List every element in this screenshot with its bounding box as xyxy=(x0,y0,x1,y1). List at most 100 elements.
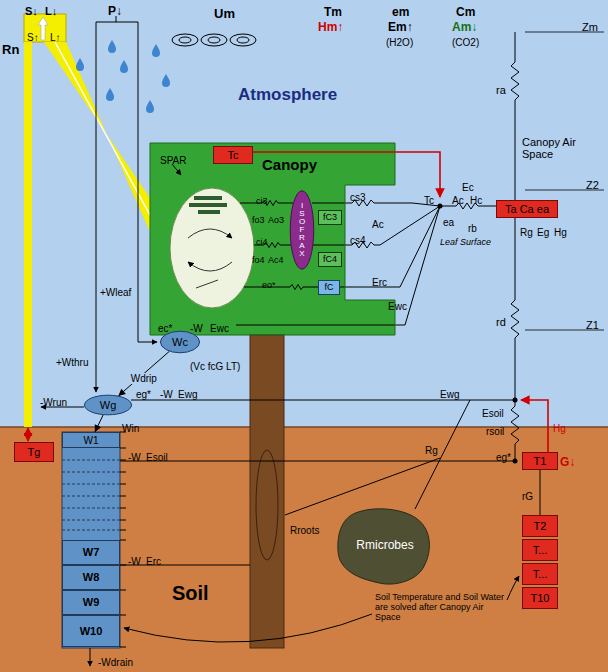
label-anchor: Ac xyxy=(452,190,464,208)
water-store: Wg xyxy=(84,395,132,415)
drawing-part xyxy=(170,188,254,308)
label-anchor: L↓ xyxy=(45,1,57,19)
water-store: Wc xyxy=(160,331,200,353)
label-anchor: fo3 xyxy=(252,209,265,227)
drawing-part xyxy=(196,280,218,288)
drawing-part xyxy=(0,0,608,427)
label-anchor: fo4 xyxy=(252,249,265,267)
text-label: Rroots xyxy=(290,525,319,536)
text-label: Tc xyxy=(424,195,434,206)
text-label: Ac xyxy=(452,195,464,206)
node-text: Tc xyxy=(228,149,239,161)
drawing-part xyxy=(120,461,515,462)
text-label: SPAR xyxy=(160,155,187,166)
text-label: +Wleaf xyxy=(100,287,131,298)
text-label: Atmosphere xyxy=(238,86,337,105)
text-label: Hg xyxy=(554,227,567,238)
label-anchor: eg* xyxy=(496,447,511,465)
label-anchor: Erc xyxy=(146,551,161,569)
label-anchor: Hm↑ xyxy=(318,17,343,35)
label-anchor: (Vc fcG LT) xyxy=(190,356,240,374)
temperature-box: Tc xyxy=(213,146,253,164)
text-label: L↑ xyxy=(50,32,61,43)
drawing-part xyxy=(162,74,170,87)
label-anchor: eo* xyxy=(262,274,276,292)
label-anchor: cs4 xyxy=(350,230,366,248)
text-label: -Wrun xyxy=(40,397,67,408)
text-label: (Vc fcG LT) xyxy=(190,361,240,372)
label-anchor: Rn xyxy=(2,40,19,58)
isotope-ellipse: ISOFRAX xyxy=(290,190,314,270)
text-label: Esoil xyxy=(482,408,504,419)
drawing-part xyxy=(236,206,440,325)
text-label: Ewg xyxy=(178,389,197,400)
temperature-box: T... xyxy=(522,539,558,561)
drawing-part xyxy=(511,32,519,200)
node-text: W10 xyxy=(80,625,103,637)
text-label: -W xyxy=(128,556,141,567)
text-label: -Wdrain xyxy=(98,657,133,668)
label-anchor: Atmosphere xyxy=(238,86,337,105)
node-text: fC xyxy=(325,283,334,293)
text-label: Soil xyxy=(172,582,209,604)
text-label: Leaf Surface xyxy=(440,238,491,248)
drawing-part xyxy=(0,427,608,672)
node-text: T2 xyxy=(534,520,547,532)
drawing-part xyxy=(38,17,48,40)
drawing-part xyxy=(189,203,227,207)
label-anchor: Win xyxy=(122,418,139,436)
text-label: (H2O) xyxy=(386,37,413,48)
label-anchor: Rroots xyxy=(290,520,319,538)
text-label: Zm xyxy=(582,21,598,33)
drawing-part xyxy=(340,206,440,287)
arrow-head xyxy=(118,389,126,396)
label-anchor: S↑ xyxy=(27,27,39,45)
text-label: Um xyxy=(214,7,235,21)
text-label: Tm xyxy=(324,6,342,19)
node-text: Wc xyxy=(172,336,188,348)
node-text: fC4 xyxy=(323,255,337,265)
label-anchor: -Wdrain xyxy=(98,652,133,670)
drawing-part xyxy=(179,37,191,43)
drawing-part xyxy=(194,196,222,200)
label-anchor: -Wrun xyxy=(40,392,67,410)
drawing-part xyxy=(120,60,128,73)
text-label: ci4 xyxy=(256,238,268,248)
photosynthesis-box: fC3 xyxy=(318,210,342,225)
drawing-part xyxy=(188,229,232,238)
drawing-part xyxy=(201,34,227,46)
node-text: Ta Ca ea xyxy=(505,203,549,215)
label-anchor: Soil Temperature and Soil Water are solv… xyxy=(375,593,505,624)
text-label: Rg xyxy=(520,227,533,238)
text-label: rb xyxy=(468,223,477,234)
label-anchor: ea xyxy=(443,212,454,230)
label-anchor: Canopy Air Space xyxy=(522,136,580,162)
label-anchor: ra xyxy=(496,80,506,98)
canopy-air-box: Ta Ca ea xyxy=(496,200,558,218)
label-anchor: rb xyxy=(468,218,477,236)
label-anchor: Soil xyxy=(172,582,209,604)
label-anchor: Ewc xyxy=(210,318,229,336)
label-anchor: Esoil xyxy=(146,447,168,465)
drawing-part xyxy=(76,58,84,71)
text-label: -W xyxy=(160,389,173,400)
text-label: Hm↑ xyxy=(318,21,343,34)
label-anchor: Ewg xyxy=(178,384,197,402)
label-anchor: Esoil xyxy=(482,403,504,421)
label-anchor: Rg xyxy=(425,440,438,458)
text-label: eg* xyxy=(136,389,151,400)
drawing-part xyxy=(230,34,256,46)
node-text: W1 xyxy=(84,435,99,446)
drawing-part xyxy=(256,450,278,560)
drawing-part xyxy=(312,200,440,206)
label-anchor: -W xyxy=(128,551,141,569)
label-anchor: L↑ xyxy=(50,27,61,45)
node-text: Canopy xyxy=(262,157,317,174)
label-anchor: Eg xyxy=(537,222,549,240)
label-anchor: -W xyxy=(160,384,173,402)
label-anchor: Tm xyxy=(324,2,342,20)
label-anchor: rsoil xyxy=(486,421,504,439)
drawing-part xyxy=(44,42,150,232)
label-anchor: G↓ xyxy=(560,452,575,470)
label-anchor: Cm xyxy=(456,2,475,20)
